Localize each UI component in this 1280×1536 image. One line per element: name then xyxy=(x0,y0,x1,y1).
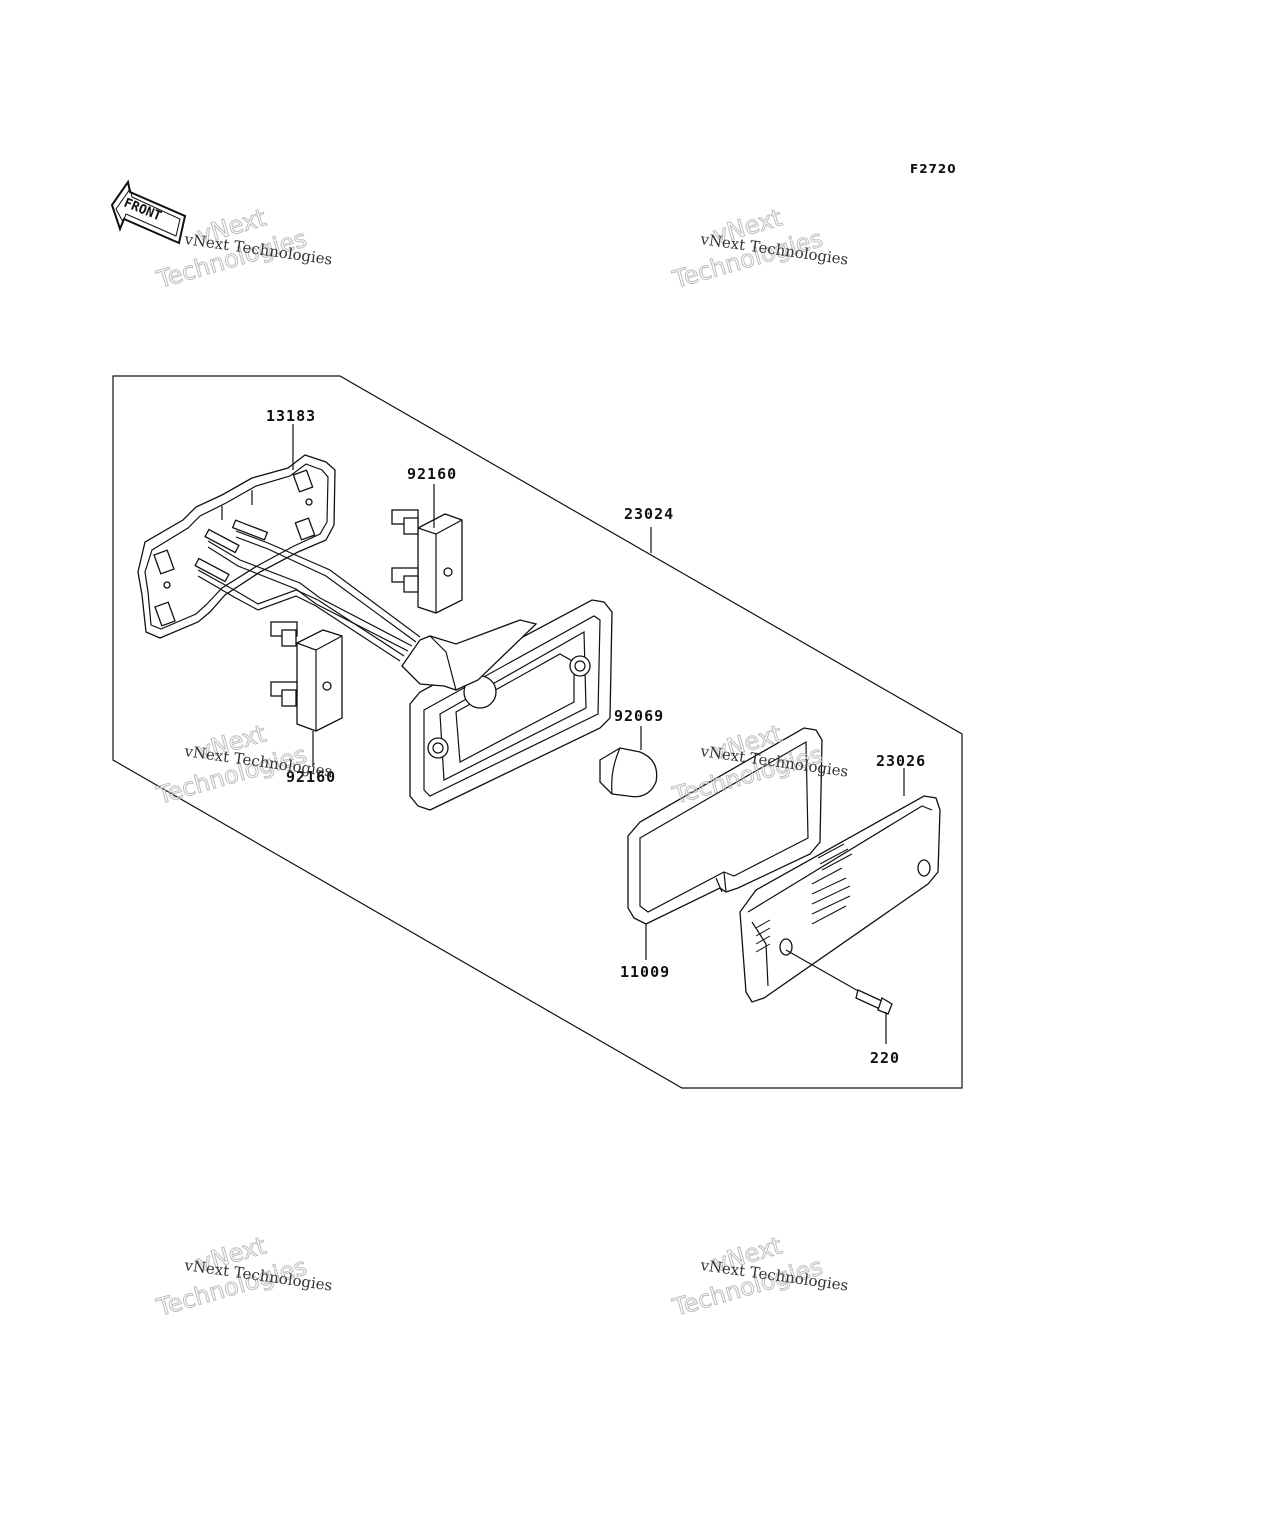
gasket-11009 xyxy=(627,727,823,925)
fastener-92160-upper xyxy=(391,509,463,614)
watermark-3: vNext Technologies vNext Technologies xyxy=(152,719,333,811)
assembly-outline xyxy=(112,375,963,1089)
watermark-6: vNext Technologies vNext Technologies xyxy=(668,1231,849,1323)
lens-23026 xyxy=(739,795,941,1003)
figure-id: F2720 xyxy=(910,162,957,176)
part-label-11009: 11009 xyxy=(620,963,670,981)
wiring-harness xyxy=(194,519,421,662)
part-label-92069: 92069 xyxy=(614,707,664,725)
lens-ribs xyxy=(755,843,853,953)
front-arrow-icon: FRONT xyxy=(110,179,187,245)
watermark-5: vNext Technologies vNext Technologies xyxy=(152,1231,333,1323)
bulb-92069 xyxy=(599,747,658,798)
fastener-92160-lower xyxy=(270,621,343,732)
part-label-92160-upper: 92160 xyxy=(407,465,457,483)
lamp-housing-23024 xyxy=(401,599,613,811)
part-label-13183: 13183 xyxy=(266,407,316,425)
part-label-220: 220 xyxy=(870,1049,900,1067)
part-label-23024: 23024 xyxy=(624,505,674,523)
screw-220 xyxy=(785,949,893,1015)
part-label-92160-lower: 92160 xyxy=(286,768,336,786)
part-label-23026: 23026 xyxy=(876,752,926,770)
watermark-2: vNext Technologies vNext Technologies xyxy=(668,203,849,295)
